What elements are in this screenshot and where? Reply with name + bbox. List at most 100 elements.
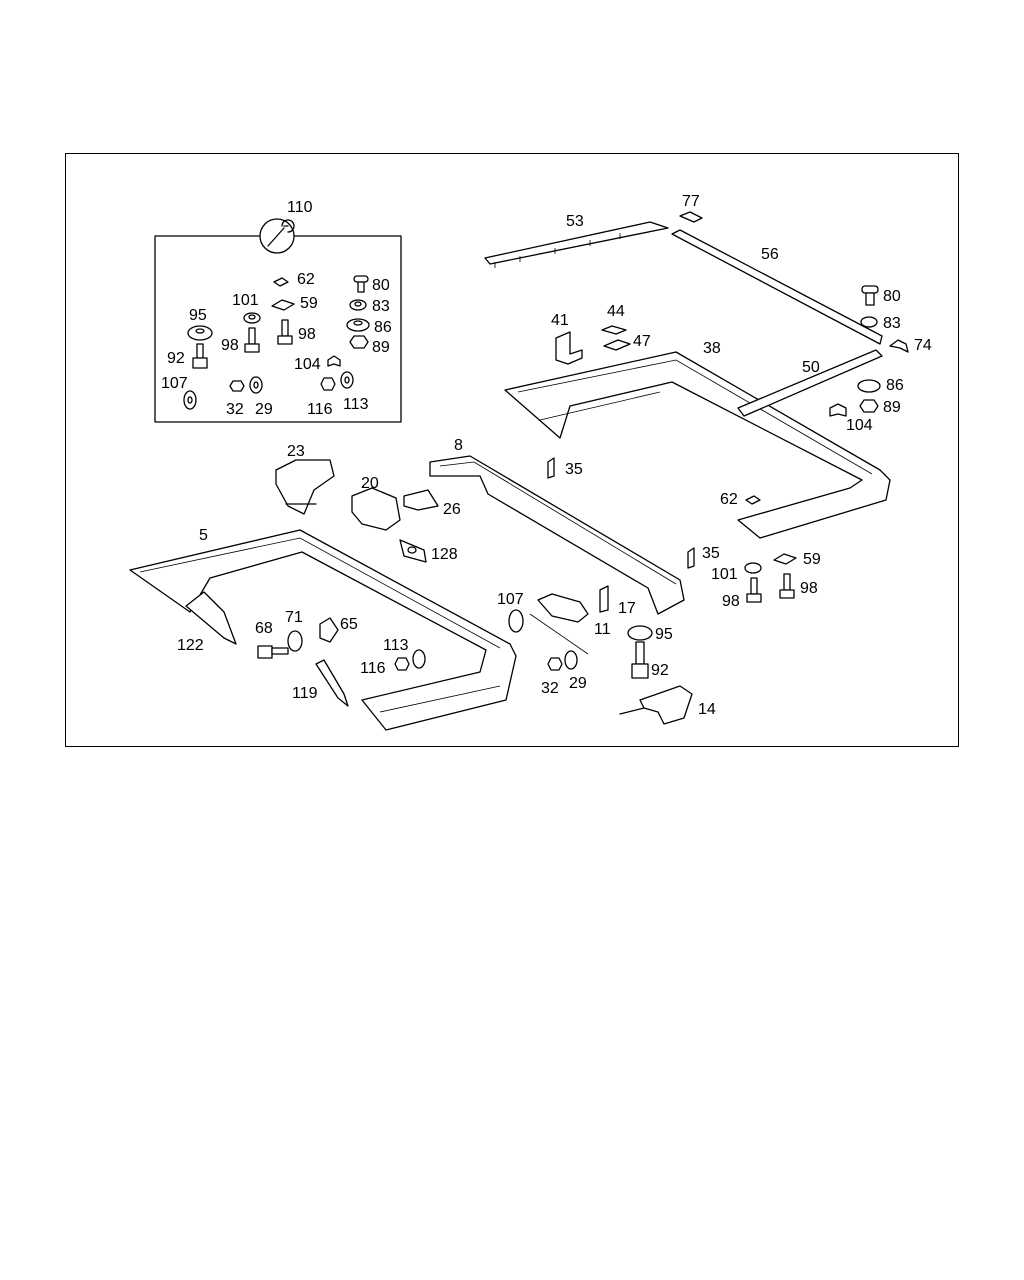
kit-label-29: 29: [255, 401, 273, 418]
part-label-14: 14: [698, 701, 716, 718]
washer-71: [287, 630, 303, 652]
part-label-104: 104: [846, 417, 873, 434]
washer-83: [860, 316, 878, 328]
part-label-8: 8: [454, 437, 463, 454]
part-label-35-a: 35: [565, 461, 583, 478]
part-label-5: 5: [199, 527, 208, 544]
trim-119: [315, 659, 349, 707]
trim-strip-50: [737, 349, 883, 417]
part-label-98-a: 98: [722, 593, 740, 610]
bolt-68: [257, 645, 289, 659]
washer-29-mid: [564, 650, 578, 670]
kit-label-80: 80: [372, 277, 390, 294]
part-label-11: 11: [594, 621, 611, 638]
bumper-8: [429, 455, 685, 615]
clip-59-right: [773, 553, 797, 565]
part-label-101: 101: [711, 566, 738, 583]
kit-label-89: 89: [372, 339, 390, 356]
part-label-47: 47: [633, 333, 651, 350]
clip-65: [319, 617, 339, 643]
part-label-68: 68: [255, 620, 273, 637]
kit-label-59: 59: [300, 295, 318, 312]
part-label-65: 65: [340, 616, 358, 633]
kit-label-113: 113: [343, 396, 369, 413]
kit-part-113: [340, 371, 354, 389]
trim-strip-53: [484, 221, 669, 268]
part-labels: 5 8 11 14 17 20 23 26 29 32 35 35 38 41 …: [177, 193, 932, 718]
part-label-20: 20: [361, 475, 379, 492]
mount-14: [619, 685, 693, 725]
nut-116-front: [394, 657, 410, 671]
trim-122: [185, 591, 237, 645]
washer-113-front: [412, 649, 426, 669]
part-label-122: 122: [177, 637, 204, 654]
washer-86: [857, 379, 881, 393]
kit-label-116: 116: [307, 401, 333, 418]
part-label-50: 50: [802, 359, 820, 376]
clip-77: [679, 211, 703, 223]
plate-128: [399, 539, 427, 563]
bolt-80: [861, 285, 879, 306]
washer-101-right: [744, 562, 762, 574]
bracket-23: [275, 459, 335, 515]
bolt-98-right-a: [746, 577, 762, 603]
part-label-56: 56: [761, 246, 779, 263]
part-label-86: 86: [886, 377, 904, 394]
part-label-38: 38: [703, 340, 721, 357]
kit-label-95: 95: [189, 307, 207, 324]
part-label-95: 95: [655, 626, 673, 643]
nut-89: [859, 399, 879, 413]
kit-part-116: [320, 377, 336, 391]
bracket-41: [555, 331, 583, 365]
kit-part-98-a: [244, 327, 260, 353]
holder-11: [529, 593, 589, 655]
kit-label-104: 104: [294, 356, 321, 373]
kit-label-98-a: 98: [221, 337, 239, 354]
kit-label-98-b: 98: [298, 326, 316, 343]
kit-part-89: [349, 335, 369, 349]
kit-label-32: 32: [226, 401, 244, 418]
bracket-17: [599, 585, 609, 613]
clip-62-right: [745, 495, 761, 505]
kit-label-92: 92: [167, 350, 185, 367]
bumper-5: [129, 529, 517, 731]
part-label-35-b: 35: [702, 545, 720, 562]
part-label-26: 26: [443, 501, 461, 518]
kit-label-83: 83: [372, 298, 390, 315]
kit-part-104: [327, 355, 341, 367]
part-label-80: 80: [883, 288, 901, 305]
washer-107-mid: [508, 609, 524, 633]
part-label-113: 113: [383, 637, 409, 654]
kit-part-62: [273, 277, 289, 287]
holder-20: [351, 487, 401, 531]
part-label-98-b: 98: [800, 580, 818, 597]
part-label-32: 32: [541, 680, 559, 697]
kit-part-59: [271, 299, 295, 311]
bolt-98-right-b: [779, 573, 795, 599]
part-label-17: 17: [618, 600, 636, 617]
bumper-38: [504, 351, 891, 539]
kit-part-92: [192, 343, 208, 369]
part-label-59: 59: [803, 551, 821, 568]
part-label-29: 29: [569, 675, 587, 692]
wrench-icon: [267, 219, 295, 247]
part-label-92: 92: [651, 662, 669, 679]
diagram-frame: [65, 153, 959, 747]
bracket-26: [403, 489, 439, 511]
kit-part-101: [243, 312, 261, 324]
trim-strip-56: [671, 229, 883, 345]
kit-label-62: 62: [297, 271, 315, 288]
washer-95-mid: [627, 625, 653, 641]
part-label-44: 44: [607, 303, 625, 320]
kit-part-107: [183, 390, 197, 410]
kit-part-98-b: [277, 319, 293, 345]
kit-part-86: [346, 318, 370, 332]
kit-part-80: [353, 275, 369, 293]
part-label-74: 74: [914, 337, 932, 354]
part-label-41: 41: [551, 312, 569, 329]
part-label-71: 71: [285, 609, 303, 626]
fastener-kit-box: 110 62 80 95 101 59 83 98 98 86 92 89 10…: [154, 199, 402, 423]
bracket-47: [603, 339, 631, 351]
bracket-35-b: [687, 547, 695, 569]
part-label-89: 89: [883, 399, 901, 416]
